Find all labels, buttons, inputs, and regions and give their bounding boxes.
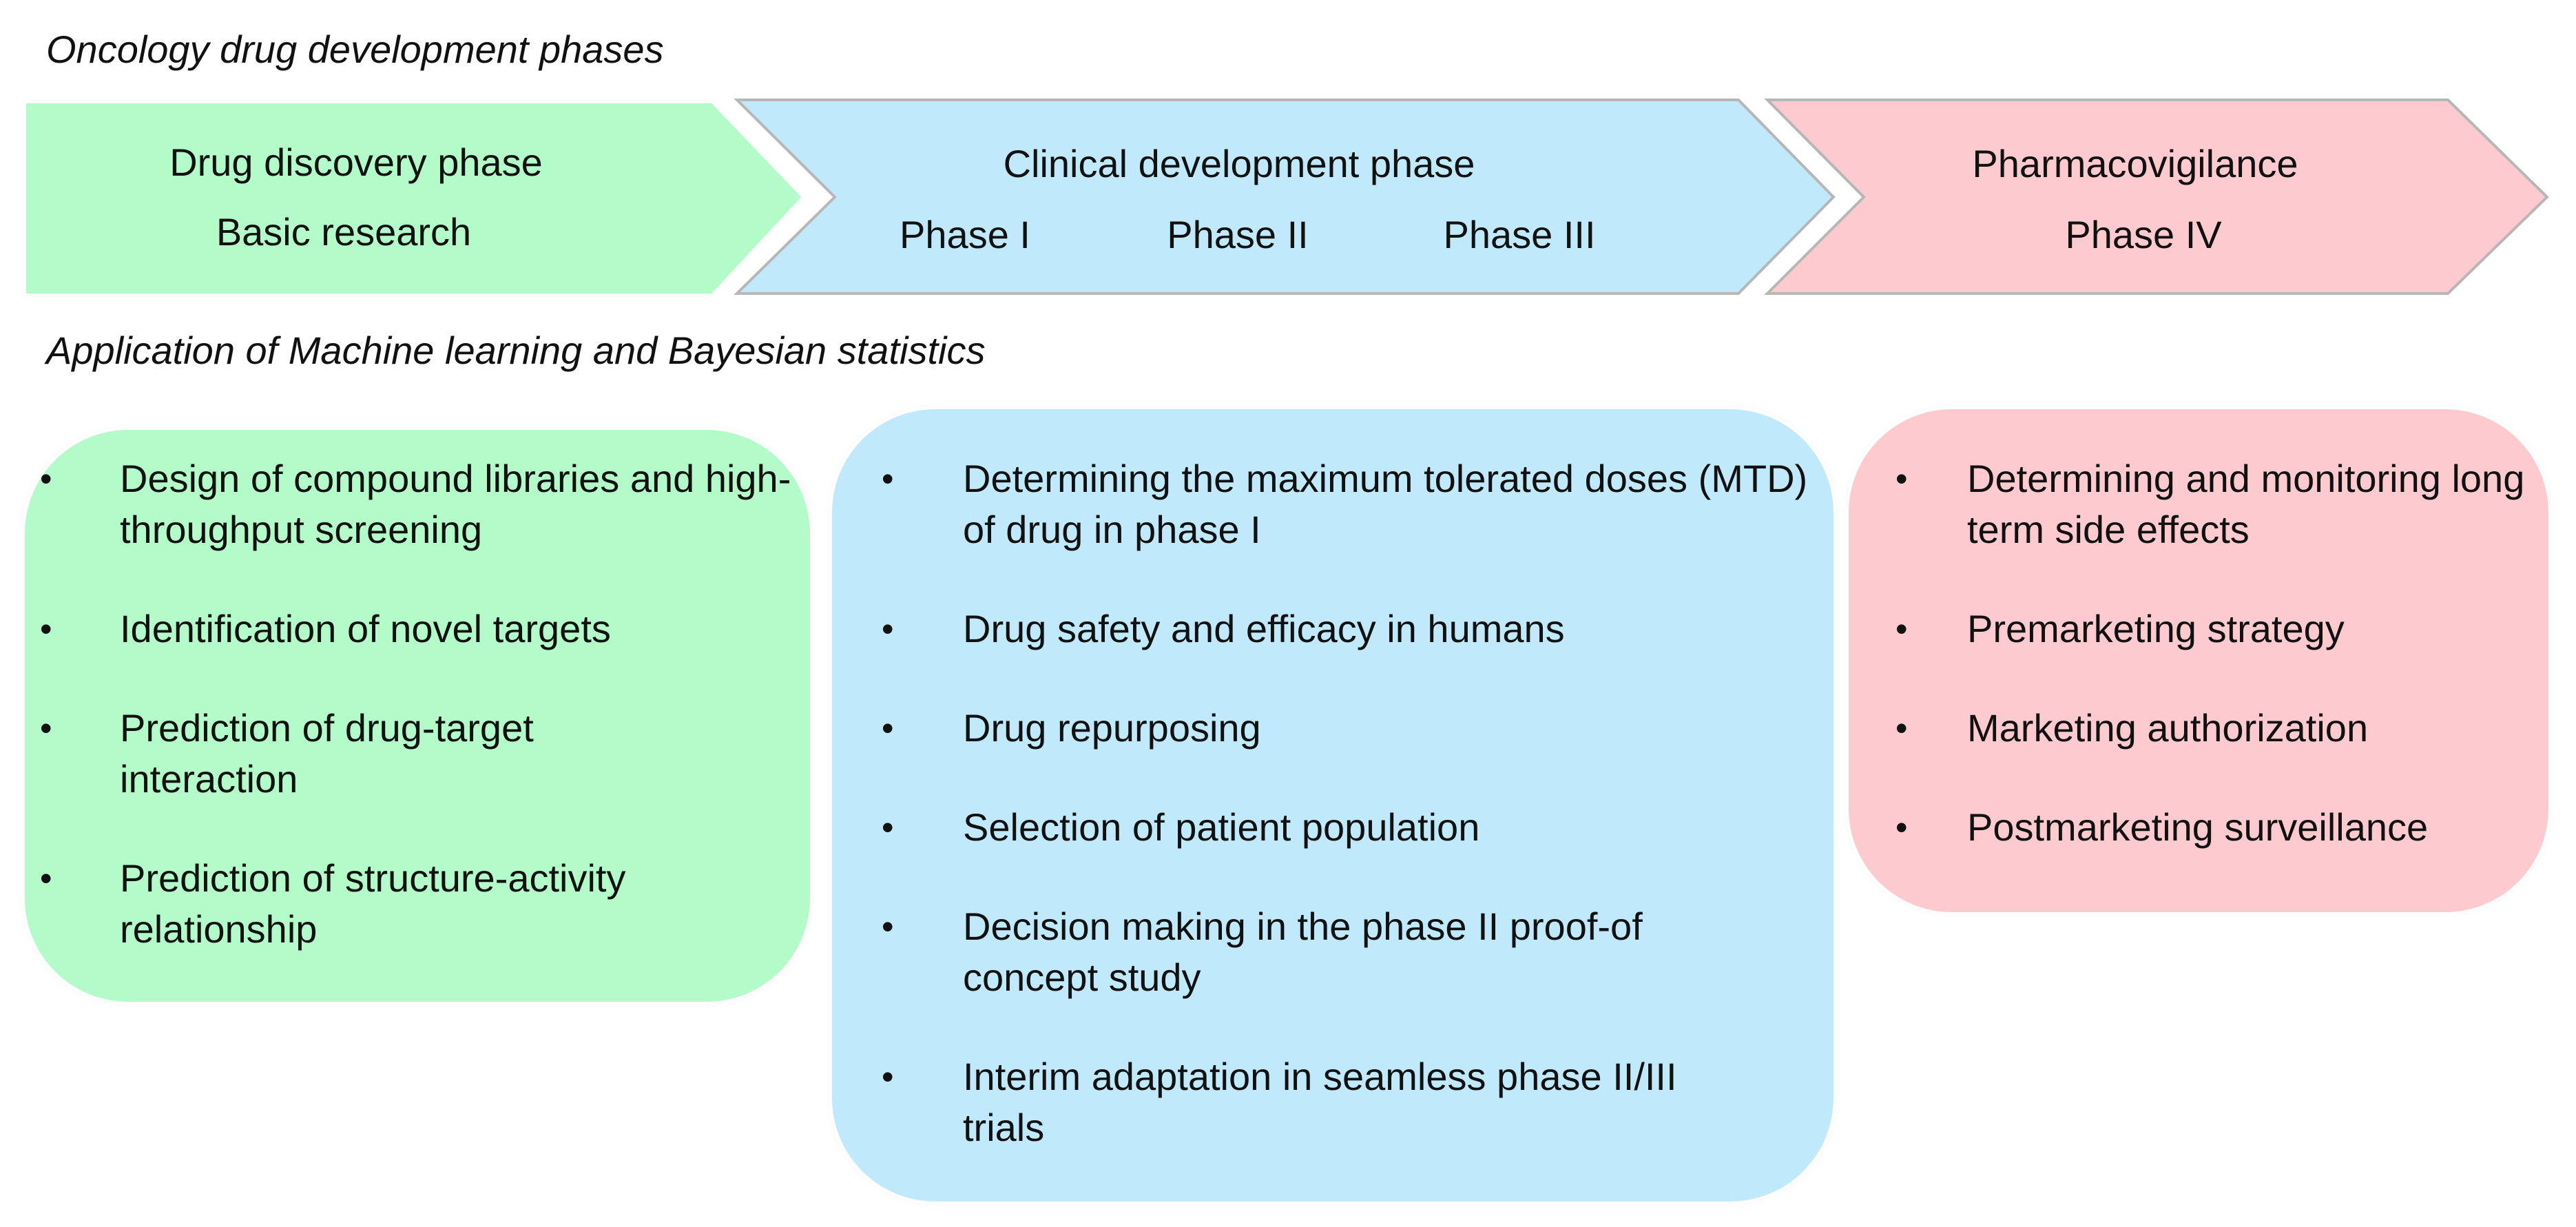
list-item-text: Decision making in the phase II proof-of… [963, 905, 1643, 999]
discovery-applications-box [25, 430, 810, 1002]
pharmacovigilance-phase-title: Pharmacovigilance [1972, 142, 2298, 185]
bullet-marker: • [40, 460, 52, 498]
list-item: • Postmarketing surveillance [1895, 802, 2546, 853]
bullet-marker: • [1895, 709, 1908, 747]
bullet-marker: • [882, 808, 894, 847]
clinical-arrow [734, 99, 1836, 295]
list-item-text: Drug safety and efficacy in humans [963, 607, 1565, 650]
list-item-text: Prediction of drug-target interaction [120, 706, 534, 801]
list-item: • Determining the maximum tolerated doses… [882, 453, 1824, 555]
pharmacovigilance-arrow [1764, 99, 2549, 295]
clinical-applications-box [832, 409, 1834, 1202]
clinical-subphase-1: Phase I [900, 213, 1030, 256]
bullet-marker: • [882, 460, 894, 498]
bullet-marker: • [882, 709, 894, 747]
bullet-marker: • [882, 907, 894, 946]
pharmacovigilance-phase-subtitle: Phase IV [2065, 213, 2222, 256]
list-item-text: Prediction of structure-activity relatio… [120, 856, 626, 951]
list-item: • Drug repurposing [882, 703, 1824, 754]
list-item: • Determining and monitoring long term si… [1895, 453, 2546, 555]
clinical-subphase-3: Phase III [1443, 213, 1596, 256]
list-item-text: Drug repurposing [963, 706, 1261, 750]
pharmacovigilance-applications-box [1849, 409, 2548, 912]
bullet-marker: • [882, 1058, 894, 1096]
list-item: • Identification of novel targets [40, 604, 809, 654]
application-heading: Application of Machine learning and Baye… [46, 329, 986, 372]
list-item: • Premarketing strategy [1895, 604, 2546, 654]
list-item-text: Marketing authorization [1967, 706, 2369, 750]
clinical-applications-list: • Determining the maximum tolerated doses… [882, 453, 1824, 1202]
bullet-marker: • [1895, 808, 1908, 847]
bullet-marker: • [882, 610, 894, 648]
bullet-marker: • [1895, 460, 1908, 498]
list-item: • Interim adaptation in seamless phase II… [882, 1051, 1721, 1153]
list-item-text: Premarketing strategy [1967, 607, 2345, 650]
discovery-phase-subtitle: Basic research [216, 210, 472, 254]
list-item: • Decision making in the phase II proof-o… [882, 901, 1686, 1003]
bullet-marker: • [1895, 610, 1908, 648]
list-item: • Prediction of structure-activity relati… [40, 853, 671, 955]
pharmacovigilance-applications-list: • Determining and monitoring long term si… [1895, 453, 2546, 901]
list-item: • Drug safety and efficacy in humans [882, 604, 1824, 654]
phases-heading: Oncology drug development phases [46, 28, 664, 71]
bullet-marker: • [40, 859, 52, 898]
bullet-marker: • [40, 610, 52, 648]
discovery-phase-title: Drug discovery phase [169, 141, 543, 184]
list-item-text: Determining and monitoring long term sid… [1967, 457, 2525, 551]
list-item-text: Determining the maximum tolerated doses … [963, 457, 1808, 551]
list-item: • Selection of patient population [882, 802, 1824, 853]
list-item: • Marketing authorization [1895, 703, 2546, 754]
list-item-text: Postmarketing surveillance [1967, 805, 2429, 849]
list-item-text: Design of compound libraries and high-th… [120, 457, 791, 551]
list-item-text: Selection of patient population [963, 805, 1480, 849]
list-item-text: Interim adaptation in seamless phase II/… [963, 1055, 1677, 1149]
bullet-marker: • [40, 709, 52, 747]
list-item: • Design of compound libraries and high-t… [40, 453, 809, 555]
list-item: • Prediction of drug-target interaction [40, 703, 561, 805]
discovery-arrow [23, 101, 805, 296]
clinical-subphase-2: Phase II [1167, 213, 1309, 256]
clinical-phase-title: Clinical development phase [1003, 142, 1475, 185]
list-item-text: Identification of novel targets [120, 607, 611, 650]
phase-arrows [23, 99, 2549, 296]
discovery-applications-list: • Design of compound libraries and high-t… [40, 453, 809, 1003]
